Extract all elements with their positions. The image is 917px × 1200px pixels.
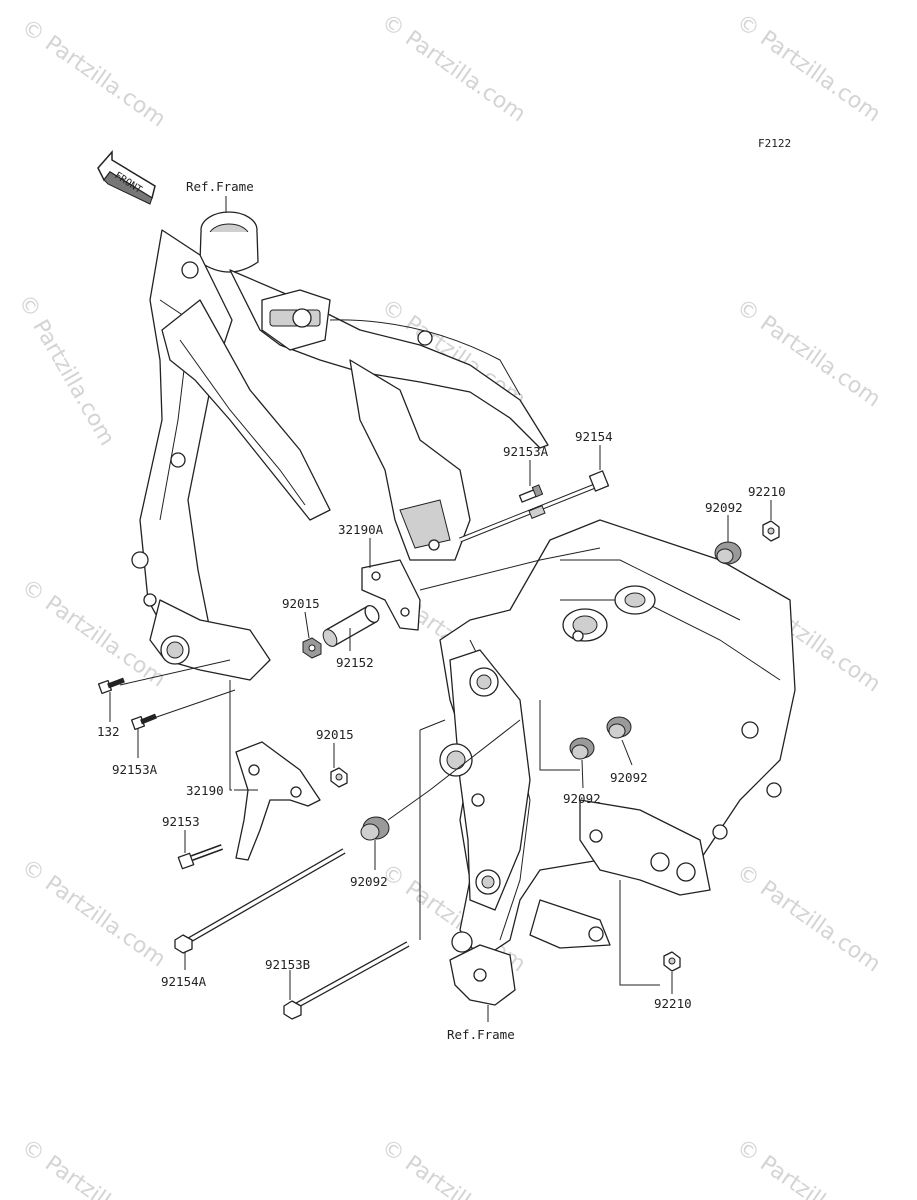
bolt-92153a-left — [130, 713, 157, 731]
label-32190: 32190 — [186, 783, 224, 798]
label-92154: 92154 — [575, 429, 613, 444]
label-92153a-top: 92153A — [503, 444, 549, 459]
engine-mount-assembly — [439, 519, 796, 1006]
nut-92210-bottom — [663, 951, 681, 972]
label-92015-upper: 92015 — [282, 596, 320, 611]
bush-92092-top — [714, 541, 742, 565]
label-92153b: 92153B — [265, 957, 310, 972]
watermark: © Partzilla.com — [732, 9, 885, 127]
label-92210-top: 92210 — [748, 484, 786, 499]
ref-frame-bottom-label: Ref.Frame — [447, 1027, 515, 1042]
watermark: © Partzilla.com — [377, 9, 530, 127]
bush-92092-mid-right — [606, 716, 632, 739]
bolt-92153a-top — [518, 484, 544, 503]
ref-frame-top-label: Ref.Frame — [186, 179, 254, 194]
spacer-92152 — [322, 604, 380, 647]
label-132: 132 — [97, 724, 120, 739]
watermark: © Partzilla.com — [17, 14, 170, 132]
diagram-code: F2122 — [758, 137, 791, 150]
front-arrow-icon: FRONT — [97, 150, 156, 205]
bolt-92154 — [459, 470, 610, 543]
nut-92210-top — [762, 520, 780, 542]
label-92092-mid: 92092 — [563, 791, 601, 806]
watermark: © Partzilla.com — [732, 1134, 885, 1200]
label-92152: 92152 — [336, 655, 374, 670]
watermark: © Partzilla.com — [732, 294, 885, 412]
label-92153: 92153 — [162, 814, 200, 829]
part-labels: 92154 92153A 92210 92092 32190A 92015 92… — [97, 429, 786, 1011]
nut-92015-upper — [302, 637, 322, 659]
label-92153a-left: 92153A — [112, 762, 158, 777]
bolt-92154a — [174, 848, 346, 954]
label-92092-lower: 92092 — [350, 874, 388, 889]
bolt-132 — [97, 677, 125, 695]
nut-92015-lower — [330, 767, 348, 788]
label-92015-lower: 92015 — [316, 727, 354, 742]
label-92154a: 92154A — [161, 974, 207, 989]
bush-92092-mid — [569, 737, 595, 760]
bolt-92153 — [177, 844, 224, 870]
bush-92092-lower — [360, 816, 390, 841]
bracket-32190a — [361, 559, 421, 631]
watermark: © Partzilla.com — [17, 854, 170, 972]
label-92210-bottom: 92210 — [654, 996, 692, 1011]
label-32190a: 32190A — [338, 522, 384, 537]
main-frame — [131, 211, 549, 681]
bolt-92153b — [283, 941, 410, 1020]
watermark: © Partzilla.com — [13, 291, 120, 451]
label-92092-top: 92092 — [705, 500, 743, 515]
watermark: © Partzilla.com — [377, 1134, 530, 1200]
bracket-32190 — [235, 741, 321, 861]
label-92092-mid-right: 92092 — [610, 770, 648, 785]
watermark: © Partzilla.com — [732, 859, 885, 977]
leader-lines — [109, 445, 772, 1022]
watermark: © Partzilla.com — [17, 1134, 170, 1200]
